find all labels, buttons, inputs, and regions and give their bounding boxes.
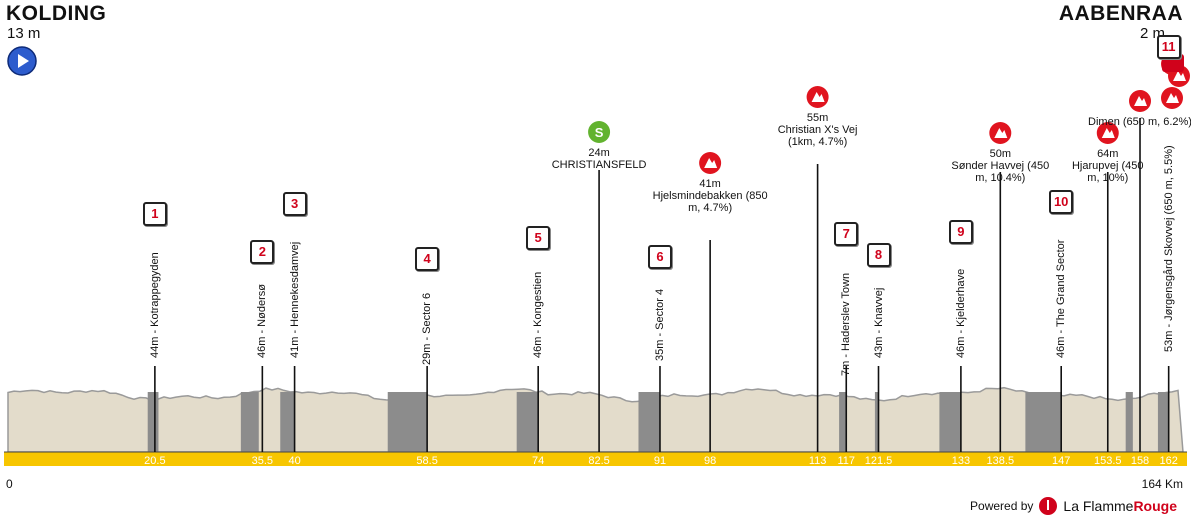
gravel-sector-band	[939, 392, 961, 452]
sector-marker-8[interactable]: 8	[866, 243, 891, 267]
sector-marker-9[interactable]: 9	[948, 220, 973, 244]
km-tick-label: 147	[1052, 455, 1071, 467]
climb-label: Dimen (650 m, 6.2%)	[1070, 116, 1191, 128]
sector-marker-11[interactable]: 11	[1156, 35, 1181, 59]
km-tick-label: 113	[808, 455, 827, 467]
sector-label: 46m - Nødersø	[256, 284, 269, 358]
climb-label-line2: Dimen (650 m, 6.2%)	[1088, 116, 1191, 128]
climb-label-line2: Hjelsmindebakken (850	[652, 190, 768, 202]
km-tick-label: 91	[653, 455, 667, 467]
mountain-icon	[1173, 71, 1186, 81]
sector-marker-2[interactable]: 2	[250, 240, 275, 264]
mountain-icon	[1166, 93, 1179, 103]
terrain-profile	[7, 386, 1184, 453]
gravel-sector-band	[147, 392, 159, 452]
sector-label: 29m - Sector 6	[421, 292, 434, 365]
sprint-icon-letter: S	[595, 125, 604, 140]
sector-marker-4[interactable]: 4	[415, 247, 440, 271]
mountain-icon	[704, 158, 718, 168]
km-tick-label: 20.5	[144, 455, 166, 467]
mountain-icon	[994, 128, 1008, 138]
km-tick-label: 121.5	[864, 455, 893, 467]
climb-label-line3: m, 10%)	[1087, 172, 1129, 184]
gravel-sector-band	[1025, 392, 1062, 452]
sector-label: 41m - Hennekesdamvej	[288, 241, 301, 358]
brand-name-a: La Flamme	[1063, 498, 1134, 514]
gravel-sector-band	[280, 392, 295, 452]
sector-label: 44m - Kotrappegyden	[148, 252, 161, 358]
sector-marker-7[interactable]: 7	[834, 222, 859, 246]
brand-name: La FlammeRouge	[1063, 498, 1177, 514]
km-tick-label: 162	[1159, 455, 1178, 467]
sector-marker-3[interactable]: 3	[282, 192, 307, 216]
sector-marker-1[interactable]: 1	[142, 202, 167, 226]
gravel-sector-band	[839, 392, 847, 452]
km-tick-label: 40	[288, 455, 301, 467]
sector-label: 46m - Kongestien	[532, 271, 545, 358]
powered-by: Powered by La FlammeRouge	[970, 496, 1177, 516]
gravel-sector-band	[516, 392, 539, 452]
sprint-icon	[588, 121, 611, 143]
climb-label-line3: m, 4.7%)	[688, 202, 733, 214]
gravel-sector-band	[1157, 392, 1169, 452]
climb-label-line1: 41m	[699, 178, 721, 190]
km-tick-label: 138.5	[986, 455, 1015, 467]
sector-label: 35m - Sector 4	[653, 288, 666, 361]
km-tick-label: 158	[1130, 455, 1150, 467]
mountain-icon	[1101, 128, 1115, 138]
sector-label: 7m - Haderslev Town	[840, 272, 853, 376]
sprint-label-line1: 24m	[588, 147, 610, 159]
km-tick-label: 82.5	[588, 455, 610, 467]
mountain-icon	[1134, 96, 1148, 106]
gravel-sector-band	[1125, 392, 1133, 452]
km-tick-label: 117	[837, 455, 856, 467]
sector-marker-6[interactable]: 6	[647, 245, 672, 269]
climb-label-line3: (1km, 4.7%)	[787, 136, 848, 148]
start-play-icon[interactable]	[7, 46, 37, 76]
climb-label-line2: Hjarupvej (450	[1071, 160, 1144, 172]
climb-label-line1: 50m	[989, 148, 1011, 160]
axis-end-label: 164 Km	[1141, 477, 1183, 491]
km-tick-label: 153.5	[1094, 455, 1122, 467]
start-altitude: 13 m	[7, 25, 41, 42]
sector-label: 43m - Knavvej	[872, 287, 885, 358]
gravel-sector-band	[638, 392, 660, 452]
finish-city: AABENRAA	[1058, 2, 1183, 25]
km-tick-label: 98	[704, 455, 717, 467]
flamme-logo-icon	[1039, 497, 1058, 515]
sector-marker-10[interactable]: 10	[1049, 190, 1074, 214]
sector-marker-5[interactable]: 5	[526, 226, 551, 250]
climb-label-line1: 64m	[1097, 148, 1119, 160]
start-city: KOLDING	[6, 2, 107, 25]
km-tick-label: 74	[532, 455, 545, 467]
gravel-sector-band	[874, 392, 879, 452]
climb-label-line3: m, 10.4%)	[975, 172, 1026, 184]
km-tick-label: 58.5	[416, 455, 438, 467]
gravel-sector-band	[387, 392, 428, 452]
km-tick-label: 35.5	[251, 455, 274, 467]
climb-label-line1: 55m	[806, 112, 829, 124]
mountain-icon	[811, 92, 825, 102]
sprint-label-line2: CHRISTIANSFELD	[551, 159, 647, 171]
km-bar	[4, 452, 1187, 466]
axis-start-label: 0	[6, 477, 13, 491]
sector-label: 46m - Kjelderhave	[954, 268, 967, 358]
powered-by-text: Powered by	[970, 499, 1034, 513]
sector-label: 46m - The Grand Sector	[1055, 239, 1068, 358]
brand-name-b: Rouge	[1133, 498, 1177, 514]
km-tick-label: 133	[951, 455, 971, 467]
climb-label-line2: Christian X's Vej	[777, 124, 858, 136]
climb-label-line2: Sønder Havvej (450	[951, 160, 1050, 172]
gravel-sector-band	[240, 392, 259, 452]
